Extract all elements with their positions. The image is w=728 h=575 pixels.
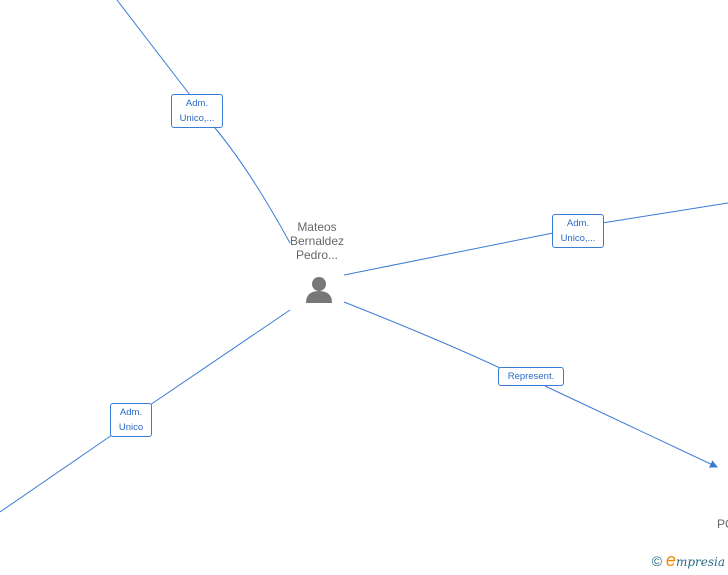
edge-4: [343, 301, 717, 467]
edge-2: [343, 202, 728, 276]
edge-label[interactable]: Adm. Unico: [110, 403, 152, 437]
person-icon[interactable]: [305, 275, 333, 303]
edge-3: [0, 309, 291, 513]
edge-1: [116, 0, 291, 244]
edge-label[interactable]: Represent.: [498, 367, 564, 386]
empresia-logo: © empresia: [651, 550, 725, 570]
partial-node-name[interactable]: PC: [717, 517, 728, 531]
edge-label[interactable]: Adm. Unico,...: [171, 94, 223, 128]
edge-label[interactable]: Adm. Unico,...: [552, 214, 604, 248]
person-node-name[interactable]: Mateos Bernaldez Pedro...: [289, 220, 345, 262]
